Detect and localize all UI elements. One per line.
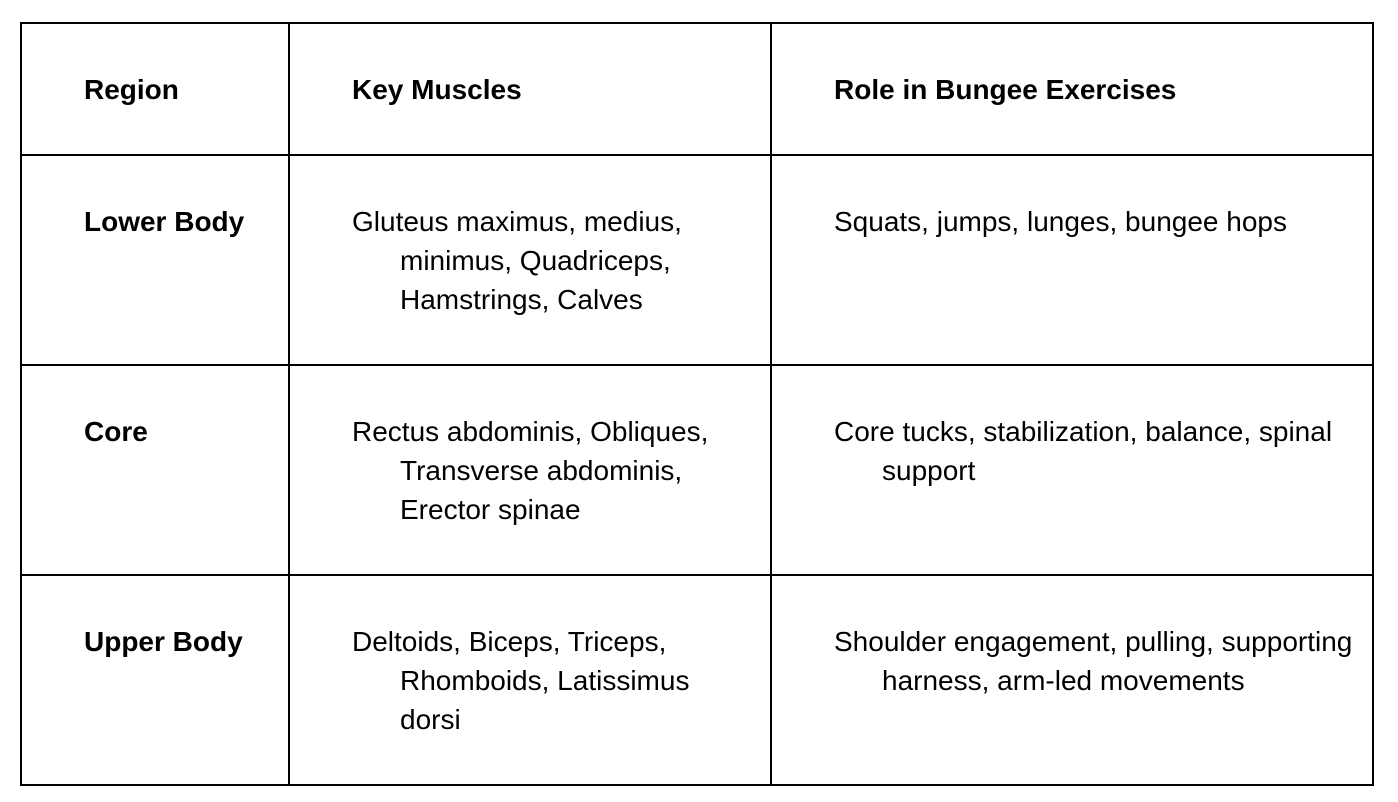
role-cell: Shoulder engagement, pulling, supporting… bbox=[770, 574, 1374, 786]
role-cell: Squats, jumps, lunges, bungee hops bbox=[770, 154, 1374, 366]
muscles-text-wrap: Gluteus maximus, medius, minimus, Quadri… bbox=[290, 156, 770, 319]
muscles-cell: Deltoids, Biceps, Triceps, Rhomboids, La… bbox=[288, 574, 772, 786]
role-text: Shoulder engagement, pulling, supporting… bbox=[834, 626, 1353, 696]
table-row: Core Rectus abdominis, Obliques, Transve… bbox=[20, 364, 1374, 576]
role-text-wrap: Core tucks, stabilization, balance, spin… bbox=[772, 366, 1372, 490]
header-region-label: Region bbox=[84, 74, 179, 105]
region-label: Lower Body bbox=[84, 206, 245, 237]
table-row: Upper Body Deltoids, Biceps, Triceps, Rh… bbox=[20, 574, 1374, 786]
muscles-text-wrap: Rectus abdominis, Obliques, Transverse a… bbox=[290, 366, 770, 529]
muscles-text: Gluteus maximus, medius, minimus, Quadri… bbox=[352, 206, 682, 315]
region-label: Upper Body bbox=[84, 626, 243, 657]
muscles-cell: Rectus abdominis, Obliques, Transverse a… bbox=[288, 364, 772, 576]
region-cell: Core bbox=[20, 364, 290, 576]
header-key-muscles-label: Key Muscles bbox=[352, 74, 522, 105]
table-header-row: Region Key Muscles Role in Bungee Exerci… bbox=[20, 22, 1374, 156]
role-text-wrap: Shoulder engagement, pulling, supporting… bbox=[772, 576, 1372, 700]
table-row: Lower Body Gluteus maximus, medius, mini… bbox=[20, 154, 1374, 366]
header-cell-region: Region bbox=[20, 22, 290, 156]
muscles-cell: Gluteus maximus, medius, minimus, Quadri… bbox=[288, 154, 772, 366]
role-cell: Core tucks, stabilization, balance, spin… bbox=[770, 364, 1374, 576]
muscle-table: Region Key Muscles Role in Bungee Exerci… bbox=[20, 22, 1374, 786]
header-cell-role: Role in Bungee Exercises bbox=[770, 22, 1374, 156]
role-text-wrap: Squats, jumps, lunges, bungee hops bbox=[772, 156, 1372, 241]
header-role-label: Role in Bungee Exercises bbox=[834, 74, 1177, 105]
role-text: Squats, jumps, lunges, bungee hops bbox=[834, 206, 1287, 237]
muscles-text-wrap: Deltoids, Biceps, Triceps, Rhomboids, La… bbox=[290, 576, 770, 739]
role-text: Core tucks, stabilization, balance, spin… bbox=[834, 416, 1333, 486]
muscles-text: Deltoids, Biceps, Triceps, Rhomboids, La… bbox=[352, 626, 690, 735]
region-label: Core bbox=[84, 416, 148, 447]
header-cell-key-muscles: Key Muscles bbox=[288, 22, 772, 156]
muscles-text: Rectus abdominis, Obliques, Transverse a… bbox=[352, 416, 709, 525]
region-cell: Upper Body bbox=[20, 574, 290, 786]
region-cell: Lower Body bbox=[20, 154, 290, 366]
